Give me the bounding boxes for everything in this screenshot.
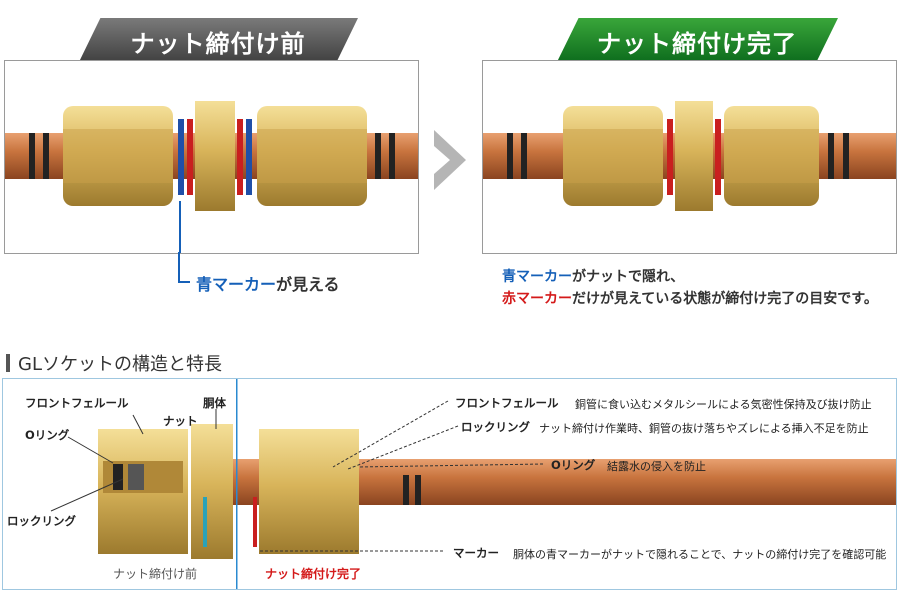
before-caption: 青マーカーが見える xyxy=(196,271,340,295)
blue-marker-text-2: 青マーカー xyxy=(502,269,572,285)
before-photo-frame xyxy=(4,60,419,281)
feature-name-o-ring: Oリング xyxy=(551,458,596,472)
after-caption-line2: 赤マーカーだけが見えている状態が締付け完了の目安です。 xyxy=(502,288,878,310)
section-title: GLソケットの構造と特長 xyxy=(18,354,222,375)
feature-desc-lock-ring: ナット締付け作業時、銅管の抜け落ちやズレによる挿入不足を防止 xyxy=(539,422,869,435)
after-photo-frame xyxy=(482,60,897,254)
before-caption-rest: が見える xyxy=(276,275,340,294)
label-body: 胴体 xyxy=(203,396,226,410)
caption-leader-line xyxy=(178,252,180,282)
cross-section-diagram xyxy=(50,379,896,589)
caption-leader-line-horizontal xyxy=(178,281,190,283)
feature-desc-front-ferrule: 銅管に食い込むメタルシールによる気密性保持及び抜け防止 xyxy=(575,398,872,411)
section-heading: GLソケットの構造と特長 xyxy=(6,350,222,376)
label-nut: ナット xyxy=(163,414,198,428)
state-after-label: ナット締付け完了 xyxy=(265,567,362,581)
state-before-label: ナット締付け前 xyxy=(113,567,198,581)
progress-arrow-icon xyxy=(434,130,466,190)
feature-name-marker: マーカー xyxy=(453,546,499,560)
red-marker-text: 赤マーカー xyxy=(502,291,572,307)
before-fitting-image xyxy=(5,101,418,281)
label-o-ring: Oリング xyxy=(25,428,70,442)
label-lock-ring: ロックリング xyxy=(7,514,76,528)
after-caption-line2-rest: だけが見えている状態が締付け完了の目安です。 xyxy=(572,291,878,307)
after-caption: 青マーカーがナットで隠れ、 赤マーカーだけが見えている状態が締付け完了の目安です… xyxy=(502,266,878,310)
after-tightening-banner: ナット締付け完了 xyxy=(556,18,838,64)
feature-name-lock-ring: ロックリング xyxy=(461,420,530,434)
section-heading-bar xyxy=(6,354,10,372)
blue-marker-text: 青マーカー xyxy=(196,275,277,294)
after-fitting-image xyxy=(483,101,896,211)
label-front-ferrule: フロントフェルール xyxy=(25,396,129,410)
before-tightening-title: ナット締付け前 xyxy=(130,29,306,58)
after-tightening-title: ナット締付け完了 xyxy=(597,29,797,58)
feature-desc-marker: 胴体の青マーカーがナットで隠れることで、ナットの締付け完了を確認可能 xyxy=(513,548,887,561)
structure-diagram-panel: フロントフェルール 胴体 ナット Oリング ロックリング フロントフェルール 銅… xyxy=(2,378,897,590)
before-tightening-banner: ナット締付け前 xyxy=(78,18,358,64)
after-caption-line1-rest: がナットで隠れ、 xyxy=(572,269,685,285)
feature-desc-o-ring: 結露水の侵入を防止 xyxy=(607,460,706,473)
feature-name-front-ferrule: フロントフェルール xyxy=(455,396,559,410)
after-caption-line1: 青マーカーがナットで隠れ、 xyxy=(502,266,878,288)
